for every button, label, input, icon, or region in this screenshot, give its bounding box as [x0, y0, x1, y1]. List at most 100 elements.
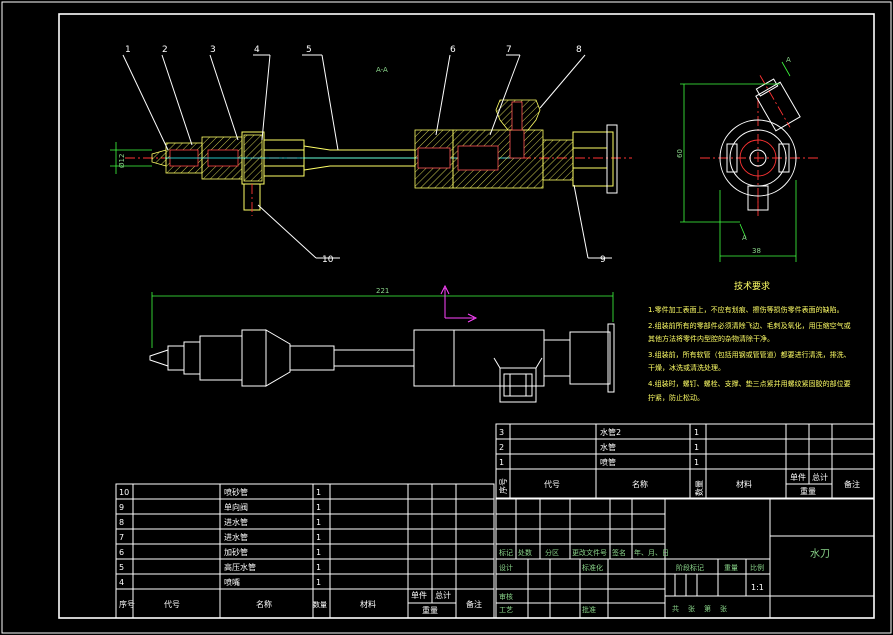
tech-item-7: 拧紧，防止松动。: [648, 393, 704, 402]
inner-border: [58, 13, 875, 619]
lbom-h-qty: 数量: [313, 600, 327, 609]
tb-sheets: 共 张 第 张: [672, 604, 728, 613]
lbom-h-name: 名称: [256, 599, 272, 609]
lbom-r3-no: 8: [119, 518, 124, 527]
lbom-r6-no: 5: [119, 563, 124, 572]
lbom-r2-no: 9: [119, 503, 124, 512]
side-view: A A 60 38: [676, 56, 820, 262]
tech-item-4: 3.组装前，所有软管（包括用钢或管管道）都要进行清洗，排洗、: [648, 350, 851, 359]
lbom-h-note: 备注: [466, 599, 482, 609]
tb-title: 水刀: [810, 548, 830, 560]
lbom-r5-name: 加砂管: [224, 547, 248, 557]
part-number-4: 4: [254, 45, 260, 55]
section-view: A-A: [110, 45, 632, 265]
lower-bom-table: 10 喷砂管 1 9 单向阀 1 8 进水管 1 7 进水管 1 6 加砂管 1…: [115, 483, 495, 619]
lbom-r1-name: 喷砂管: [224, 487, 248, 497]
lbom-r7-qty: 1: [316, 578, 321, 587]
lbom-r5-qty: 1: [316, 548, 321, 557]
lbom-r1-qty: 1: [316, 488, 321, 497]
tb-label-zone: 分区: [545, 548, 559, 557]
lbom-r7-name: 喷嘴: [224, 577, 240, 587]
part-number-10: 10: [322, 255, 334, 265]
lbom-r3-qty: 1: [316, 518, 321, 527]
lbom-h-material: 材料: [360, 599, 376, 609]
lbom-r7-no: 4: [119, 578, 124, 587]
tech-item-1: 1.零件加工表面上，不应有划痕、擦伤等损伤零件表面的缺陷。: [648, 305, 844, 314]
tb-label-count: 处数: [518, 548, 532, 557]
part-number-6: 6: [450, 45, 456, 55]
ubom-h-no: 序号: [498, 478, 508, 494]
tb-design: 设计: [499, 563, 513, 572]
ubom-h-code: 代号: [544, 479, 560, 489]
ubom-r1-name: 水管2: [600, 427, 621, 437]
lbom-r4-name: 进水管: [224, 532, 248, 542]
upper-bom-table: 3 水管2 1 2 水管 1 1 喷管 1 序号 代号 名称 数量 材料 单件 …: [495, 423, 875, 499]
part-number-7: 7: [506, 45, 512, 55]
part-number-1: 1: [125, 45, 131, 55]
title-block: 标记 处数 分区 更改文件号 签名 年、月、日 设计 标准化 审核 工艺 批准 …: [495, 498, 875, 619]
part-number-5: 5: [306, 45, 312, 55]
dim-width-side: 38: [752, 247, 761, 255]
dim-overall-length: 221: [376, 287, 389, 295]
tb-label-mark: 标记: [499, 548, 513, 557]
tech-requirements-title: 技术要求: [734, 280, 770, 292]
lbom-h-no: 序号: [119, 599, 135, 609]
lbom-r5-no: 6: [119, 548, 124, 557]
ubom-h-qty: 数量: [694, 480, 704, 496]
lbom-r4-no: 7: [119, 533, 124, 542]
lbom-r3-name: 进水管: [224, 517, 248, 527]
lbom-r4-qty: 1: [316, 533, 321, 542]
part-number-3: 3: [210, 45, 216, 55]
lbom-h-weight: 重量: [422, 605, 438, 615]
lbom-h-code: 代号: [164, 599, 180, 609]
dim-height-side: 60: [676, 149, 684, 158]
ubom-r2-name: 水管: [600, 442, 616, 452]
tb-standardize: 标准化: [582, 563, 603, 572]
front-view: 221: [149, 284, 615, 403]
ubom-r2-no: 2: [499, 443, 504, 452]
ubom-h-single: 单件: [790, 472, 806, 482]
lbom-r2-qty: 1: [316, 503, 321, 512]
ubom-r3-qty: 1: [694, 458, 699, 467]
ubom-r3-no: 1: [499, 458, 504, 467]
ubom-h-name: 名称: [632, 479, 648, 489]
section-label: A-A: [376, 66, 388, 74]
tech-item-5: 干燥，冰洗或清洗处理。: [648, 363, 725, 372]
view-marker-a-top: A: [786, 56, 791, 64]
ubom-h-material: 材料: [736, 479, 752, 489]
tb-label-date: 年、月、日: [634, 548, 669, 557]
ubom-h-note: 备注: [844, 479, 860, 489]
tb-stage-mark: 阶段标记: [676, 563, 704, 572]
tech-requirements: 技术要求 1.零件加工表面上，不应有划痕、擦伤等损伤零件表面的缺陷。 2.组装前…: [648, 280, 851, 402]
tb-review: 审核: [499, 592, 513, 601]
lbom-h-single: 单件: [411, 590, 427, 600]
tb-label-change-doc: 更改文件号: [572, 548, 607, 557]
ubom-h-total: 总计: [812, 472, 828, 482]
tb-weight: 重量: [724, 564, 738, 572]
tb-approve: 批准: [582, 605, 596, 614]
tech-item-2: 2.组装前所有的零部件必须清除飞边、毛刺及氧化，用压缩空气或: [648, 321, 851, 330]
dim-left-diameter: Ø12: [118, 154, 126, 168]
part-number-8: 8: [576, 45, 582, 55]
ubom-r1-qty: 1: [694, 428, 699, 437]
ubom-r3-name: 喷管: [600, 457, 616, 467]
ubom-r2-qty: 1: [694, 443, 699, 452]
view-marker-a-bottom: A: [742, 234, 747, 242]
tb-label-signature: 签名: [612, 548, 626, 557]
lbom-r2-name: 单向阀: [224, 502, 248, 512]
tb-process: 工艺: [499, 606, 513, 614]
tech-item-6: 4.组装时，螺钉、螺栓、支撑、垫三点紧并用螺纹紧固胶的部位要: [648, 379, 851, 388]
tech-item-3: 其他方法将零件内型腔的杂物清除干净。: [648, 334, 774, 343]
tb-scale-value: 1:1: [751, 583, 764, 592]
ubom-r1-no: 3: [499, 428, 504, 437]
lbom-r1-no: 10: [119, 488, 129, 497]
lbom-r6-name: 高压水管: [224, 562, 256, 572]
part-number-9: 9: [600, 255, 606, 265]
part-number-2: 2: [162, 45, 168, 55]
lbom-h-total: 总计: [435, 590, 451, 600]
tb-scale: 比例: [750, 563, 764, 572]
ubom-h-weight: 重量: [800, 486, 816, 496]
lbom-r6-qty: 1: [316, 563, 321, 572]
